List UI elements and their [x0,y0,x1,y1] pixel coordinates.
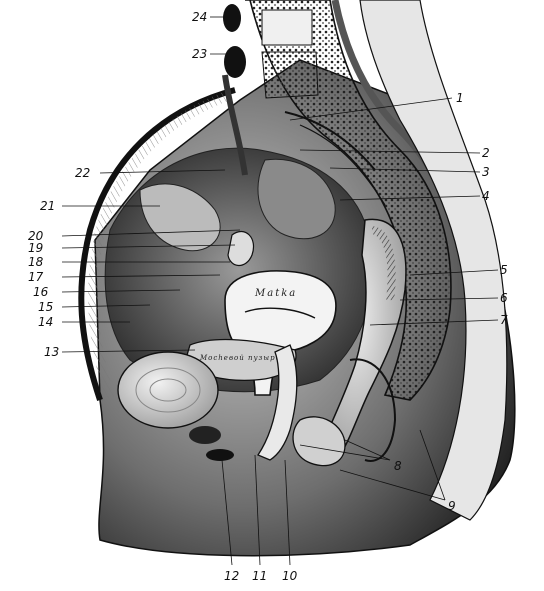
label-1: 1 [456,91,464,105]
label-23: 23 [192,47,207,61]
label-7: 7 [500,313,508,327]
label-10: 10 [282,569,298,583]
label-18: 18 [28,255,44,269]
rectum [318,218,407,456]
vertebra-body [261,9,313,46]
small-intestine-loops [139,183,221,252]
label-17: 17 [28,270,44,284]
ovary [227,230,254,267]
label-8: 8 [394,459,402,473]
label-22: 22 [75,166,90,180]
label-20: 20 [28,229,44,243]
ureter-vessel-course [222,74,248,176]
abdominal-wall [78,87,236,401]
vessel-upper [223,4,241,32]
label-14: 14 [38,315,53,329]
label-16: 16 [33,285,49,299]
label-24: 24 [192,10,207,24]
uterus-word: Matka [254,288,297,299]
levator-ani [349,358,397,462]
posterior-soft-tissue [359,0,508,521]
label-6: 6 [500,291,508,305]
label-5: 5 [500,263,508,277]
bladder-word: Mocheвой пузырь [199,354,280,362]
vagina [257,344,298,461]
label-13: 13 [44,345,59,359]
label-12: 12 [224,569,239,583]
urethral-orifice [206,449,234,461]
label-11: 11 [252,569,267,583]
label-19: 19 [28,241,43,255]
label-2: 2 [482,146,490,160]
anal-canal [292,416,346,467]
label-9: 9 [448,499,456,513]
vertebra-body-lower [261,51,319,99]
vessel-lower [224,46,246,78]
label-3: 3 [482,165,490,179]
clitoris [189,426,221,444]
leader-lines [61,16,499,566]
sigmoid-colon [257,158,336,240]
sacrum-spine [245,0,452,401]
label-15: 15 [38,300,53,314]
pubic-symphysis [117,351,219,429]
label-21: 21 [40,199,55,213]
label-4: 4 [482,189,490,203]
